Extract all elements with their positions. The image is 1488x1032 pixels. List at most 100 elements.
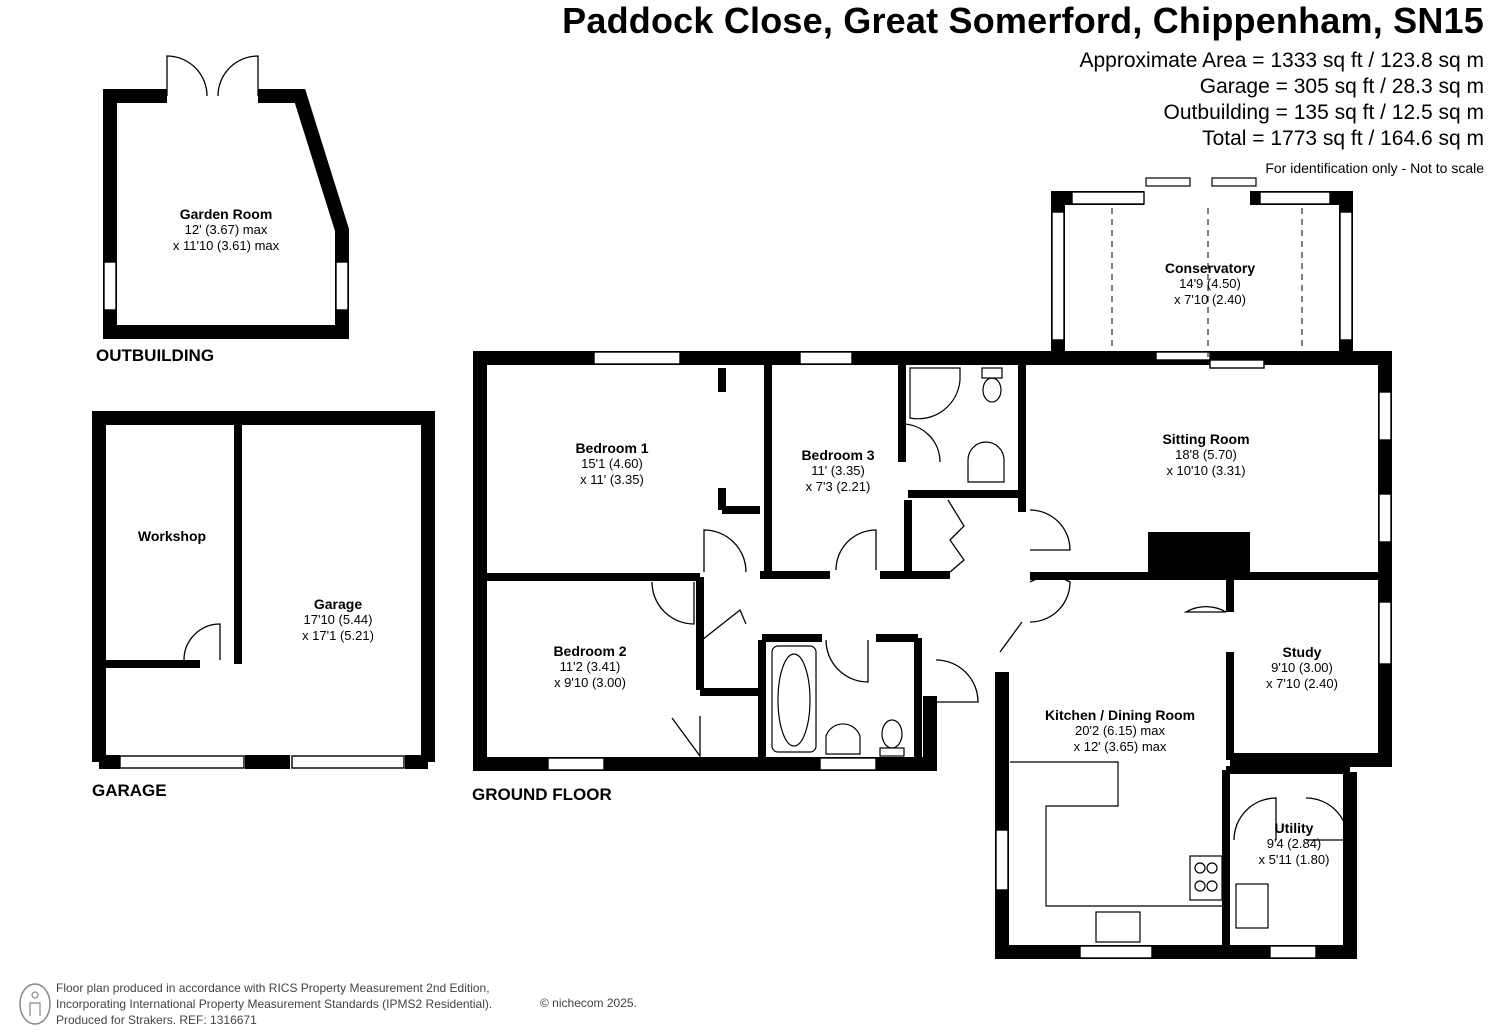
garage-door-panel (291, 755, 405, 769)
room-dimension: 20'2 (6.15) max (1075, 723, 1165, 738)
window (1378, 391, 1392, 441)
room-name: Bedroom 1 (575, 440, 649, 456)
room-name: Bedroom 2 (553, 643, 627, 659)
basin-icon (967, 441, 1005, 483)
copyright: © nichecom 2025. (540, 996, 637, 1010)
window (1339, 211, 1353, 341)
room-name: Garage (313, 596, 363, 612)
window (1378, 493, 1392, 543)
door-swing (947, 499, 965, 573)
footer-line: Floor plan produced in accordance with R… (56, 981, 490, 995)
total-area: Total = 1773 sq ft / 164.6 sq m (1202, 127, 1484, 150)
door-swing (901, 423, 941, 463)
outbuilding-area: Outbuilding = 135 sq ft / 12.5 sq m (1163, 101, 1484, 124)
slide-arrow-icon (1211, 177, 1257, 187)
window (1269, 945, 1317, 959)
room-name: Workshop (137, 528, 207, 544)
room-sitting-room: Sitting Room 18'8 (5.70) x 10'10 (3.31) (1162, 431, 1249, 479)
door-swing (701, 608, 747, 641)
room-dimension: x 7'3 (2.21) (805, 479, 871, 494)
shower-tray-icon (909, 367, 961, 420)
window (799, 351, 853, 365)
door-swing (825, 639, 869, 683)
door-swing (835, 529, 877, 571)
sliding-door (1209, 359, 1265, 369)
door-swing (1029, 509, 1071, 551)
door-swing (1233, 797, 1277, 841)
door-swing (703, 529, 747, 573)
footer-line: Produced for Strakers. REF: 1316671 (56, 1013, 257, 1027)
room-dimension: x 11'10 (3.61) max (172, 238, 280, 253)
door-swing (1183, 605, 1227, 613)
toilet-icon (881, 719, 903, 749)
slide-arrow-icon (1145, 177, 1191, 187)
room-dimension: 17'10 (5.44) (303, 612, 373, 627)
room-dimension: 15'1 (4.60) (581, 456, 643, 471)
window (1071, 191, 1145, 205)
room-name: Sitting Room (1162, 431, 1250, 447)
chimney-breast (1148, 532, 1250, 572)
scale-note: For identification only - Not to scale (1265, 160, 1484, 176)
room-dimension: x 10'10 (3.31) (1166, 463, 1246, 478)
door-swing (1305, 797, 1349, 841)
window (819, 757, 877, 771)
page-title: Paddock Close, Great Somerford, Chippenh… (562, 0, 1484, 41)
basin-icon (825, 723, 861, 755)
garage-door-panel (119, 755, 245, 769)
room-garage: Garage 17'10 (5.44) x 17'1 (5.21) (302, 596, 374, 644)
door-swing (166, 55, 208, 97)
footer-text: Floor plan produced in accordance with R… (56, 980, 492, 1028)
room-name: Kitchen / Dining Room (1044, 707, 1196, 723)
section-label-garage: GARAGE (92, 781, 167, 800)
door-swing (183, 623, 221, 661)
room-dimension: x 7'10 (2.40) (1266, 676, 1338, 691)
hob-icon (1189, 855, 1223, 901)
room-dimension: 14'9 (4.50) (1179, 276, 1241, 291)
window (1051, 211, 1065, 341)
section-label-ground-floor: GROUND FLOOR (472, 785, 612, 804)
room-conservatory: Conservatory 14'9 (4.50) x 7'10 (2.40) (1165, 260, 1255, 308)
room-bedroom-3: Bedroom 3 11' (3.35) x 7'3 (2.21) (801, 447, 874, 495)
window (335, 261, 349, 311)
sink-icon (1095, 911, 1141, 943)
door-swing (1029, 575, 1071, 623)
window (593, 351, 681, 365)
room-name: Conservatory (1164, 260, 1256, 276)
room-dimension: 18'8 (5.70) (1175, 447, 1237, 462)
section-label-outbuilding: OUTBUILDING (96, 346, 215, 365)
window (1079, 945, 1153, 959)
room-name: Utility (1274, 820, 1314, 836)
footer-line: Incorporating International Property Mea… (56, 997, 493, 1011)
sink-icon (1235, 883, 1269, 929)
room-study: Study 9'10 (3.00) x 7'10 (2.40) (1266, 644, 1338, 692)
room-garden-room: Garden Room 12' (3.67) max x 11'10 (3.61… (173, 206, 279, 254)
garage-walls (92, 411, 435, 762)
toilet-icon (982, 377, 1002, 403)
window (547, 757, 605, 771)
room-dimension: x 7'10 (2.40) (1174, 292, 1246, 307)
window (1259, 191, 1331, 205)
room-workshop: Workshop (138, 528, 206, 544)
sliding-door (1155, 351, 1211, 361)
room-bedroom-1: Bedroom 1 15'1 (4.60) x 11' (3.35) (575, 440, 648, 488)
conservatory-walls (1051, 191, 1144, 352)
door-swing (651, 581, 695, 625)
room-dimension: x 9'10 (3.00) (554, 675, 626, 690)
room-bedroom-2: Bedroom 2 11'2 (3.41) x 9'10 (3.00) (553, 643, 626, 691)
room-dimension: 11' (3.35) (811, 463, 865, 478)
kitchen-outer-wall (995, 672, 1357, 959)
rics-logo-icon (19, 983, 51, 1025)
room-name: Garden Room (179, 206, 273, 222)
door-swing (935, 659, 979, 703)
window (103, 261, 117, 311)
window (995, 829, 1009, 891)
room-dimension: 11'2 (3.41) (559, 659, 621, 674)
kitchen-island-worktop (1010, 761, 1226, 907)
room-name: Bedroom 3 (801, 447, 875, 463)
door-swing (999, 621, 1023, 653)
room-dimension: 12' (3.67) max (184, 222, 268, 237)
room-dimension: x 11' (3.35) (580, 472, 644, 487)
room-utility: Utility 9'4 (2.84) x 5'11 (1.80) (1259, 820, 1330, 868)
room-dimension: x 5'11 (1.80) (1258, 852, 1330, 867)
approximate-area: Approximate Area = 1333 sq ft / 123.8 sq… (1079, 49, 1485, 72)
